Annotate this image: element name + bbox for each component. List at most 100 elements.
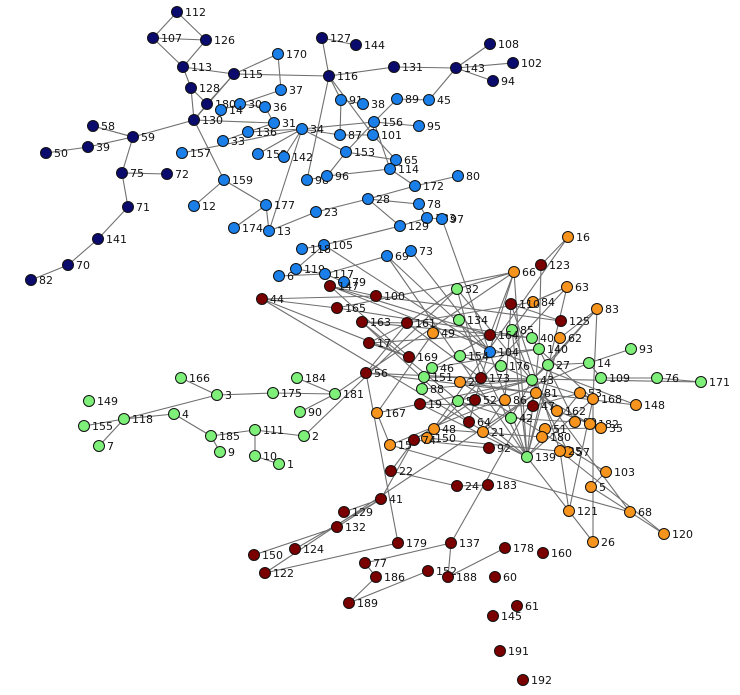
node-circle[interactable]	[521, 451, 533, 463]
graph-node-37[interactable]: 37	[275, 84, 304, 97]
graph-node-34[interactable]: 34	[296, 123, 325, 136]
graph-node-126[interactable]: 126	[200, 34, 236, 47]
node-circle[interactable]	[321, 170, 333, 182]
node-circle[interactable]	[537, 547, 549, 559]
node-circle[interactable]	[260, 199, 272, 211]
node-circle[interactable]	[171, 6, 183, 18]
node-circle[interactable]	[508, 266, 520, 278]
node-circle[interactable]	[507, 57, 519, 69]
node-circle[interactable]	[505, 298, 517, 310]
graph-node-93[interactable]: 93	[625, 343, 654, 356]
graph-node-145[interactable]: 145	[487, 610, 523, 623]
graph-node-112[interactable]: 112	[171, 6, 207, 19]
graph-node-185[interactable]: 185	[205, 430, 241, 443]
graph-node-183[interactable]: 183	[482, 479, 518, 492]
graph-node-68[interactable]: 68	[624, 506, 653, 519]
node-circle[interactable]	[40, 147, 52, 159]
graph-node-121[interactable]: 121	[563, 505, 599, 518]
graph-node-160[interactable]: 160	[537, 547, 573, 560]
node-circle[interactable]	[530, 387, 542, 399]
graph-node-113[interactable]: 113	[177, 61, 213, 74]
node-circle[interactable]	[526, 332, 538, 344]
graph-node-64[interactable]: 64	[463, 416, 492, 429]
graph-node-82[interactable]: 82	[25, 274, 54, 287]
graph-node-178[interactable]: 178	[499, 542, 535, 555]
graph-node-167[interactable]: 167	[371, 407, 407, 420]
graph-node-94[interactable]: 94	[487, 75, 516, 88]
graph-node-143[interactable]: 143	[450, 62, 486, 75]
graph-node-2[interactable]: 2	[298, 430, 320, 443]
node-circle[interactable]	[367, 129, 379, 141]
node-circle[interactable]	[414, 398, 426, 410]
node-circle[interactable]	[585, 481, 597, 493]
node-circle[interactable]	[334, 129, 346, 141]
node-circle[interactable]	[118, 413, 130, 425]
graph-node-73[interactable]: 73	[405, 245, 434, 258]
node-circle[interactable]	[272, 48, 284, 60]
graph-node-102[interactable]: 102	[507, 57, 543, 70]
graph-node-58[interactable]: 58	[87, 120, 116, 133]
node-circle[interactable]	[268, 117, 280, 129]
node-circle[interactable]	[454, 376, 466, 388]
node-circle[interactable]	[484, 346, 496, 358]
graph-node-150[interactable]: 150	[421, 432, 457, 445]
graph-node-180[interactable]: 180	[536, 431, 572, 444]
graph-node-88[interactable]: 88	[416, 383, 445, 396]
node-circle[interactable]	[591, 303, 603, 315]
graph-node-81[interactable]: 81	[530, 387, 559, 400]
node-circle[interactable]	[624, 506, 636, 518]
node-circle[interactable]	[275, 84, 287, 96]
graph-node-10[interactable]: 10	[249, 450, 278, 463]
node-circle[interactable]	[418, 371, 430, 383]
graph-node-35[interactable]: 35	[595, 422, 624, 435]
node-circle[interactable]	[338, 276, 350, 288]
graph-node-151[interactable]: 151	[418, 371, 454, 384]
graph-node-103[interactable]: 103	[600, 466, 636, 479]
node-circle[interactable]	[343, 597, 355, 609]
node-circle[interactable]	[25, 274, 37, 286]
graph-node-59[interactable]: 59	[127, 131, 156, 144]
graph-node-61[interactable]: 61	[511, 600, 540, 613]
node-circle[interactable]	[587, 536, 599, 548]
graph-node-118[interactable]: 118	[296, 243, 332, 256]
graph-node-4[interactable]: 4	[168, 408, 190, 421]
node-circle[interactable]	[453, 314, 465, 326]
graph-node-76[interactable]: 76	[651, 372, 680, 385]
node-circle[interactable]	[252, 148, 264, 160]
node-circle[interactable]	[127, 131, 139, 143]
graph-node-92[interactable]: 92	[483, 442, 512, 455]
graph-node-33[interactable]: 33	[217, 135, 246, 148]
node-circle[interactable]	[175, 372, 187, 384]
graph-node-60[interactable]: 60	[489, 571, 518, 584]
node-circle[interactable]	[278, 151, 290, 163]
graph-node-132[interactable]: 132	[331, 521, 367, 534]
node-circle[interactable]	[289, 543, 301, 555]
graph-node-108[interactable]: 108	[484, 38, 520, 51]
node-circle[interactable]	[422, 565, 434, 577]
graph-node-150[interactable]: 150	[248, 549, 284, 562]
node-circle[interactable]	[403, 351, 415, 363]
graph-node-162[interactable]: 162	[551, 405, 587, 418]
graph-node-179[interactable]: 179	[392, 537, 428, 550]
node-circle[interactable]	[483, 442, 495, 454]
node-circle[interactable]	[625, 343, 637, 355]
graph-node-149[interactable]: 149	[83, 395, 119, 408]
graph-node-171[interactable]: 171	[695, 376, 731, 389]
graph-node-100[interactable]: 100	[370, 290, 406, 303]
node-circle[interactable]	[234, 98, 246, 110]
graph-node-134[interactable]: 134	[453, 314, 489, 327]
graph-node-154[interactable]: 154	[454, 350, 490, 363]
graph-node-131[interactable]: 131	[388, 61, 424, 74]
node-circle[interactable]	[651, 372, 663, 384]
node-circle[interactable]	[499, 542, 511, 554]
node-circle[interactable]	[392, 537, 404, 549]
node-circle[interactable]	[273, 270, 285, 282]
node-circle[interactable]	[263, 225, 275, 237]
node-circle[interactable]	[495, 360, 507, 372]
node-circle[interactable]	[450, 62, 462, 74]
graph-node-14[interactable]: 14	[583, 357, 612, 370]
node-circle[interactable]	[561, 281, 573, 293]
node-circle[interactable]	[423, 94, 435, 106]
graph-node-97[interactable]: 97	[436, 213, 465, 226]
node-circle[interactable]	[331, 521, 343, 533]
